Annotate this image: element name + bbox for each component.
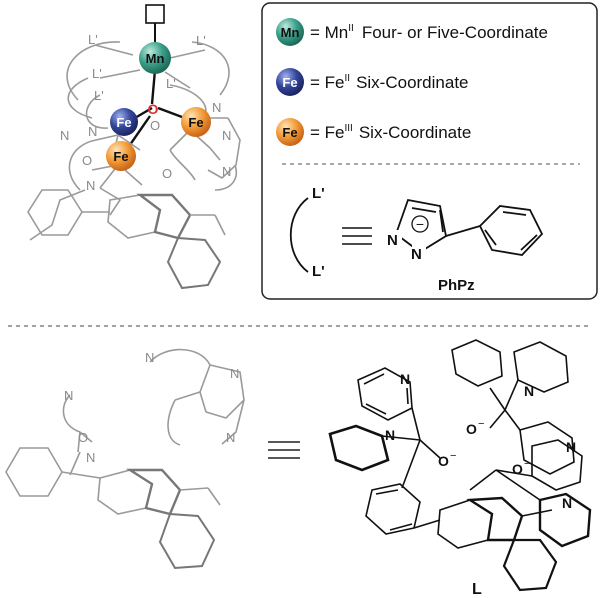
donor-label: N bbox=[60, 128, 69, 143]
br-n-top: N bbox=[400, 371, 410, 387]
br-atom-labels: N N O − O − N O − N N L bbox=[385, 371, 576, 598]
ligand-label: L' bbox=[94, 88, 104, 103]
legend-l-top: L' bbox=[312, 185, 325, 202]
equivalence-sign bbox=[268, 441, 300, 459]
br-o-right-charge: − bbox=[524, 458, 530, 470]
tl-atom-labels: L' L' L' L' L' N N N N O O O N N bbox=[60, 32, 231, 193]
ligand-label: L' bbox=[88, 32, 98, 47]
bl-benzene-left bbox=[5, 447, 63, 497]
legend-fe-iii-badge: Fe bbox=[282, 125, 297, 140]
donor-label: N bbox=[212, 100, 221, 115]
legend-fe-iii-sup: III bbox=[345, 123, 353, 134]
legend-fe-ii-tail: Six-Coordinate bbox=[356, 73, 468, 92]
ligand-label: L' bbox=[92, 66, 102, 81]
mn-label: Mn bbox=[146, 51, 165, 66]
fe-iii-label-left: Fe bbox=[113, 149, 128, 164]
legend-ligand-definition: L' L' − N bbox=[289, 185, 544, 294]
bottom-right-ligand bbox=[328, 339, 592, 592]
top-left-complex bbox=[27, 4, 241, 290]
donor-label: N bbox=[222, 128, 231, 143]
fe-iii-label-right: Fe bbox=[188, 115, 203, 130]
bl-central-ring bbox=[97, 469, 153, 515]
oxo-label: O bbox=[148, 101, 159, 117]
br-o-top: O bbox=[466, 421, 477, 437]
donor-label: O bbox=[78, 430, 88, 445]
legend-mn-tail: Four- or Five-Coordinate bbox=[362, 23, 548, 42]
tl-lower-ring bbox=[166, 236, 222, 290]
ligand-label: L' bbox=[196, 33, 206, 48]
tl-central-ring bbox=[107, 194, 161, 239]
ligand-label: L' bbox=[166, 76, 176, 91]
legend-n1: N bbox=[387, 232, 398, 249]
tl-benzene-left bbox=[27, 189, 83, 236]
fe-iii-sphere-right bbox=[181, 107, 211, 137]
donor-label: N bbox=[226, 430, 235, 445]
donor-label: N bbox=[230, 366, 239, 381]
br-o-right: O bbox=[512, 461, 523, 477]
donor-label: N bbox=[145, 350, 154, 365]
legend-fe-iii-tail: Six-Coordinate bbox=[359, 123, 471, 142]
legend-ligand-name: PhPz bbox=[438, 277, 475, 294]
fe-iii-sphere-left bbox=[106, 141, 136, 171]
donor-label: O bbox=[82, 153, 92, 168]
br-n-right-top: N bbox=[524, 383, 534, 399]
bl-fused-ring bbox=[125, 468, 182, 516]
legend-fe-iii-text: = Fe bbox=[310, 123, 345, 142]
br-o-left: O bbox=[438, 453, 449, 469]
bottom-left-ligand bbox=[5, 348, 245, 570]
legend-fe-ii-entry: Fe = FeII Six-Coordinate bbox=[276, 68, 469, 96]
tl-metal-centers: Mn Fe Fe Fe O bbox=[106, 42, 211, 171]
legend-mn-text: = Mn bbox=[310, 23, 348, 42]
tl-fused-ring bbox=[136, 193, 192, 240]
legend-n2: N bbox=[411, 246, 422, 263]
legend-mn-sup: II bbox=[348, 23, 354, 34]
mn-sphere bbox=[139, 42, 171, 74]
ligand-name-l: L bbox=[472, 581, 482, 598]
legend-mn-entry: Mn = MnII Four- or Five-Coordinate bbox=[276, 18, 548, 46]
fe-ii-sphere bbox=[110, 108, 138, 136]
br-n-left: N bbox=[385, 427, 395, 443]
bl-atom-labels: N N N O N N bbox=[64, 350, 239, 465]
donor-label: N bbox=[86, 450, 95, 465]
legend-fe-ii-text: = Fe bbox=[310, 73, 345, 92]
donor-label: N bbox=[64, 388, 73, 403]
br-o-top-charge: − bbox=[478, 418, 484, 430]
br-n-right-mid: N bbox=[566, 439, 576, 455]
legend-l-bottom: L' bbox=[312, 263, 325, 280]
br-n-right-low: N bbox=[562, 495, 572, 511]
donor-label: O bbox=[150, 118, 160, 133]
br-o-left-charge: − bbox=[450, 450, 456, 462]
legend-fe-ii-badge: Fe bbox=[282, 75, 297, 90]
donor-label: N bbox=[86, 178, 95, 193]
donor-label: N bbox=[222, 164, 231, 179]
fe-ii-label: Fe bbox=[116, 115, 131, 130]
legend-fe-ii-sup: II bbox=[345, 73, 351, 84]
donor-label: N bbox=[88, 124, 97, 139]
open-site-square bbox=[145, 4, 165, 24]
legend-mn-badge: Mn bbox=[281, 25, 300, 40]
bl-lower-ring bbox=[158, 512, 216, 570]
donor-label: O bbox=[162, 166, 172, 181]
legend-ring-charge: − bbox=[416, 216, 424, 232]
legend-fe-iii-entry: Fe = FeIII Six-Coordinate bbox=[276, 118, 471, 146]
